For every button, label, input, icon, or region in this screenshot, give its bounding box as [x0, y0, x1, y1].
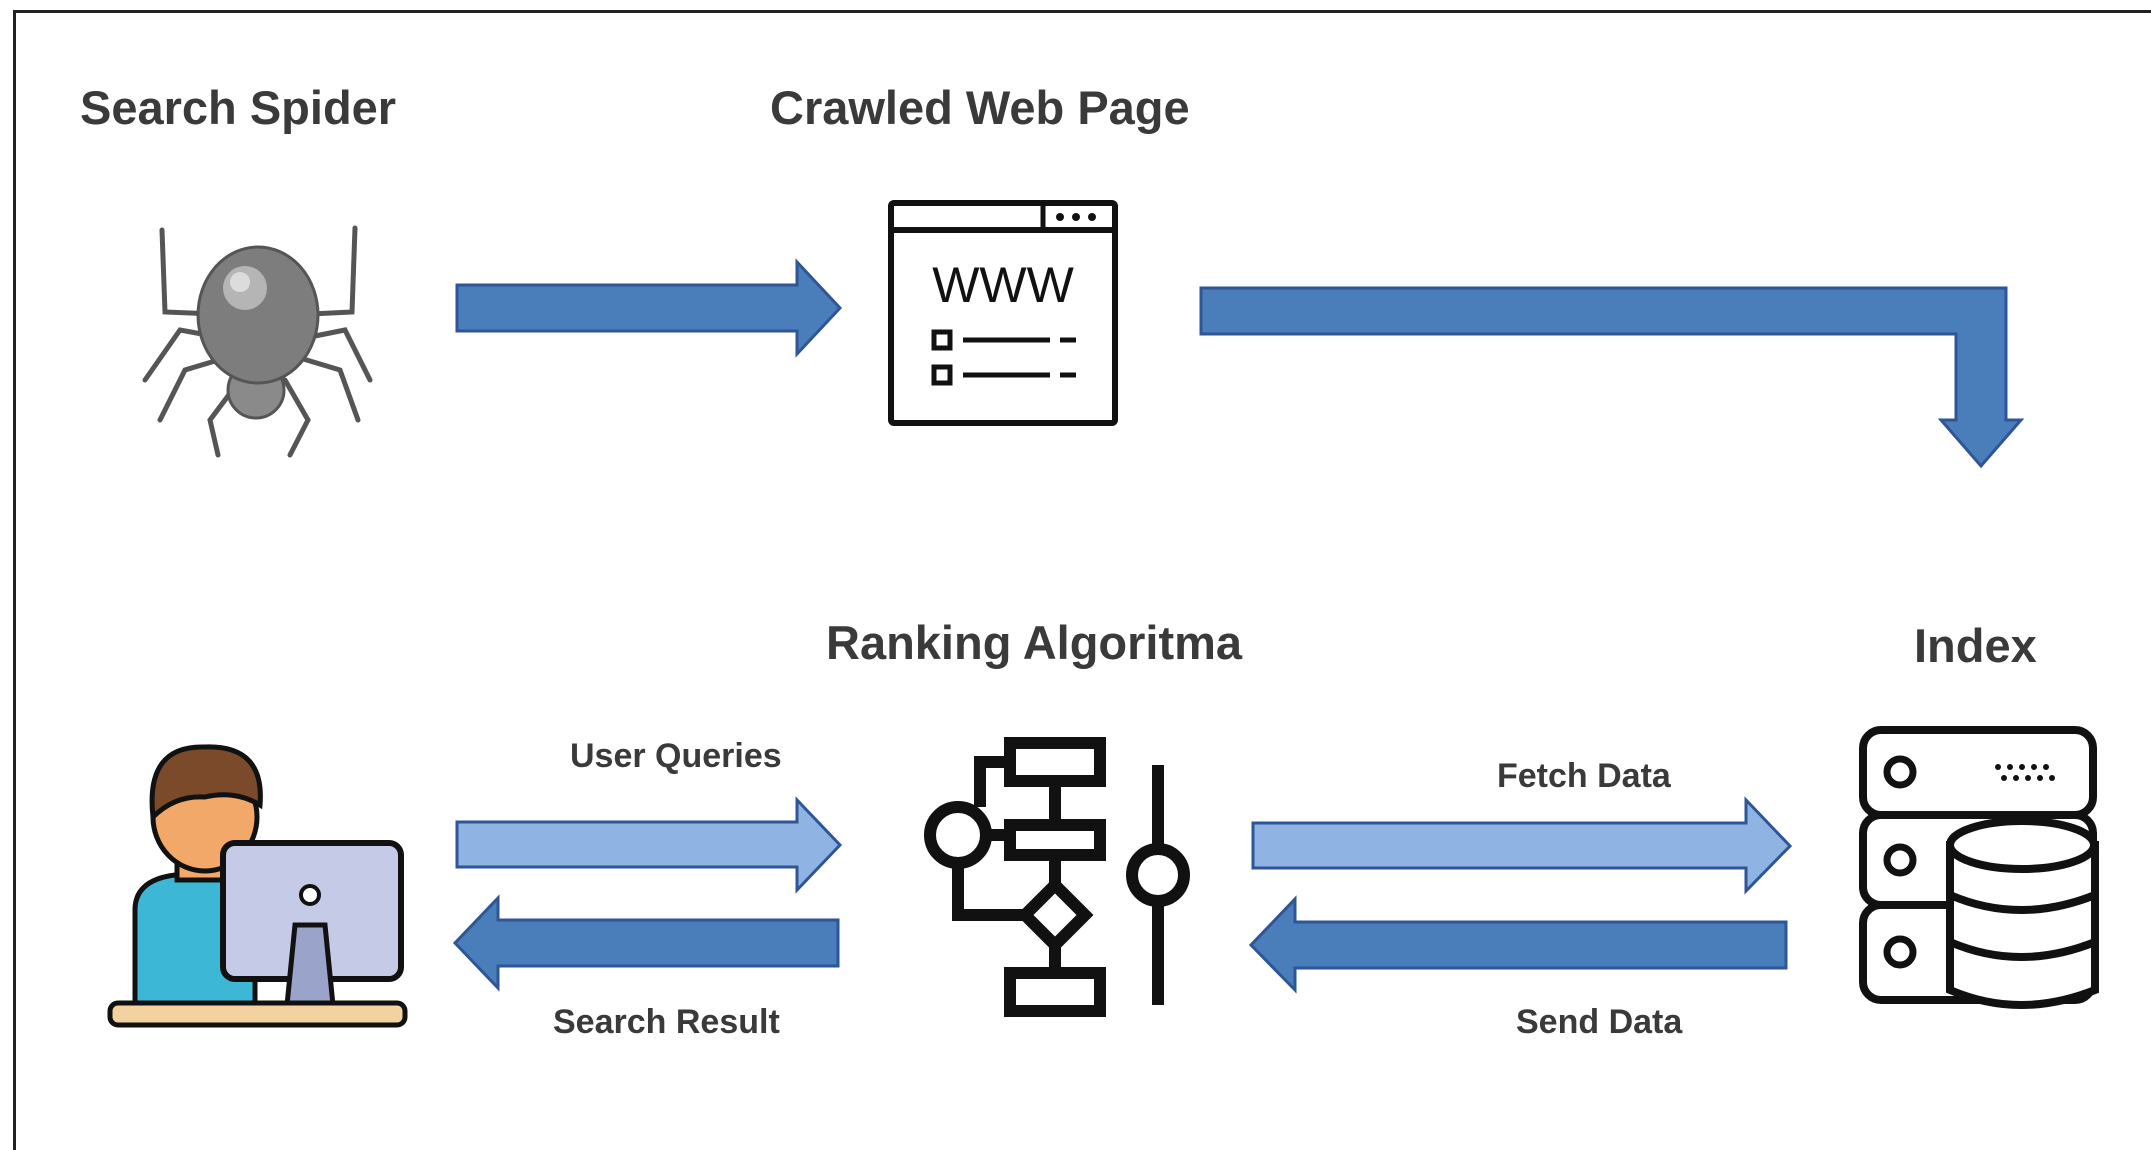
diagram-frame — [13, 10, 2151, 1150]
arrow-fetch-data — [1251, 796, 1793, 895]
spider-icon — [142, 225, 373, 458]
node-label-search-spider: Search Spider — [80, 81, 397, 134]
web-page-icon-text: WWW — [932, 257, 1074, 313]
arrow-user-queries — [455, 796, 843, 894]
flowchart-icon — [924, 737, 1190, 1017]
web-page-icon: WWW — [888, 200, 1118, 426]
node-label-crawled-web-page: Crawled Web Page — [770, 81, 1190, 134]
user-computer-icon — [107, 744, 408, 1028]
database-server-icon — [1859, 726, 2099, 1009]
node-label-ranking-algoritma: Ranking Algoritma — [826, 616, 1243, 669]
edge-label-send-data: Send Data — [1516, 1003, 1683, 1041]
arrow-send-data — [1248, 895, 1788, 994]
node-label-index: Index — [1914, 619, 2037, 672]
edge-label-fetch-data: Fetch Data — [1497, 757, 1671, 795]
arrow-webpage-to-index — [1199, 286, 2025, 469]
arrow-search-result — [452, 894, 840, 992]
arrow-spider-to-webpage — [455, 258, 843, 358]
edge-label-user-queries: User Queries — [570, 737, 782, 775]
edge-label-search-result: Search Result — [553, 1003, 780, 1041]
